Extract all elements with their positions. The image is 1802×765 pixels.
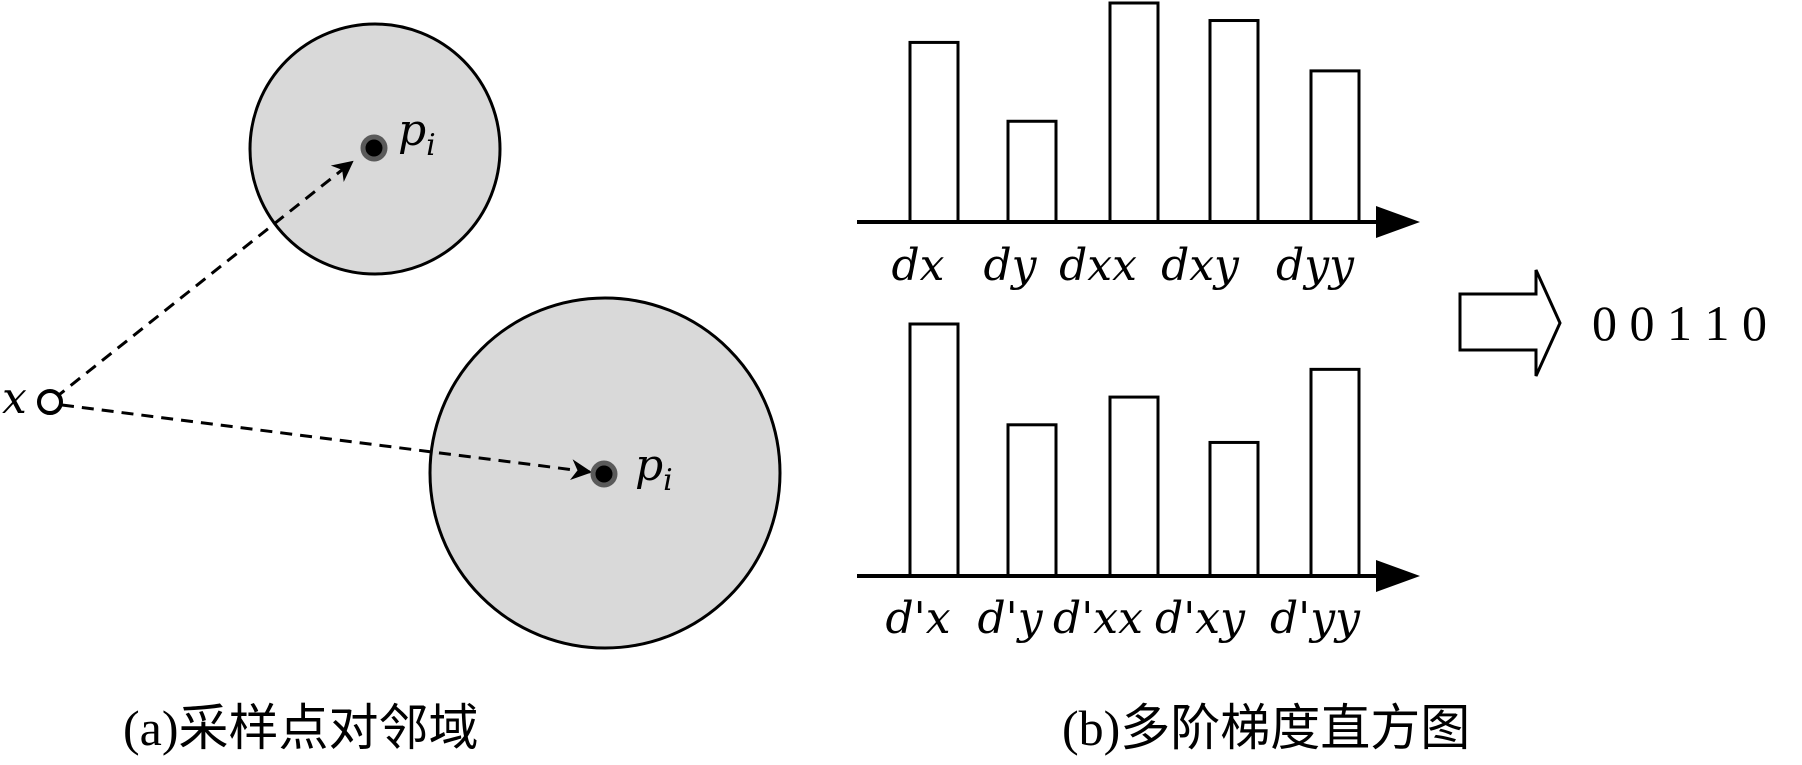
histogram-bar: [1006, 423, 1058, 578]
histogram-bin-label: dx: [892, 240, 945, 291]
panel-a: x pi pi (a)采样点对邻域: [2, 22, 782, 756]
start-point-marker: [37, 389, 63, 415]
histogram-bar: [1309, 69, 1361, 224]
point-letter: p: [635, 440, 663, 491]
histogram-bin-label: dyy: [1276, 240, 1355, 291]
dashed-arrow-to-bottom-point: [61, 403, 593, 481]
histogram-bin-label: d'xx: [1053, 593, 1143, 644]
panel-a-caption: (a)采样点对邻域: [123, 700, 479, 756]
histogram-bin-label: dxy: [1161, 240, 1240, 291]
histogram-bar: [908, 40, 960, 224]
sample-point-bottom: [590, 460, 618, 488]
point-letter: p: [398, 105, 426, 156]
histogram-bar: [1108, 395, 1160, 578]
panel-b-caption: (b)多阶梯度直方图: [1062, 700, 1470, 756]
point-subscript: i: [426, 128, 436, 163]
histogram-bin-label: dy: [983, 240, 1037, 291]
histogram-bin-label: d'x: [885, 593, 950, 644]
histogram-bar: [1208, 440, 1260, 578]
axis-arrowhead-icon: [1376, 206, 1420, 238]
histogram-bar: [908, 322, 960, 578]
sample-point-bottom-label: pi: [635, 440, 673, 498]
histogram-bar: [1309, 367, 1361, 578]
result-arrow-icon: [1458, 269, 1562, 377]
histogram-bin-label: dxx: [1059, 240, 1137, 291]
histogram-bar: [1108, 1, 1160, 224]
histogram-bin-label: d'yy: [1270, 593, 1361, 644]
sample-point-top: [360, 134, 388, 162]
histogram-bar: [1006, 119, 1058, 224]
point-subscript: i: [663, 463, 673, 498]
sample-point-top-label: pi: [398, 105, 436, 163]
axis-arrowhead-icon: [1376, 560, 1420, 592]
histogram-bin-label: d'xy: [1155, 593, 1246, 644]
dashed-arrow-to-top-point: [54, 160, 354, 400]
histogram-bin-label: d'y: [977, 593, 1043, 644]
histogram-bar: [1208, 19, 1260, 224]
binary-result: 0 0 1 1 0: [1592, 295, 1767, 351]
start-point-label: x: [2, 373, 27, 424]
